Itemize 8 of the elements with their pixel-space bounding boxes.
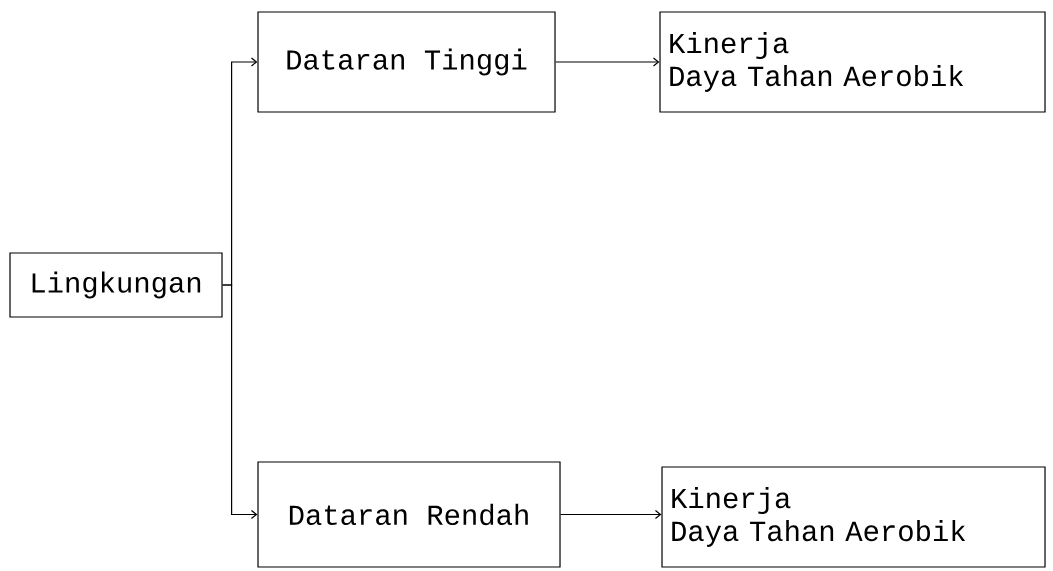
- arrow: [560, 509, 662, 520]
- process-box: Dataran Rendah: [257, 461, 561, 568]
- arrow: [222, 284, 258, 520]
- process-box: Dataran Tinggi: [257, 11, 556, 113]
- process-box: Lingkungan: [9, 252, 223, 318]
- text-box: Kinerja Daya Tahan Aerobik: [659, 11, 1046, 113]
- text-box: Kinerja Daya Tahan Aerobik: [661, 466, 1046, 568]
- arrow: [555, 57, 660, 67]
